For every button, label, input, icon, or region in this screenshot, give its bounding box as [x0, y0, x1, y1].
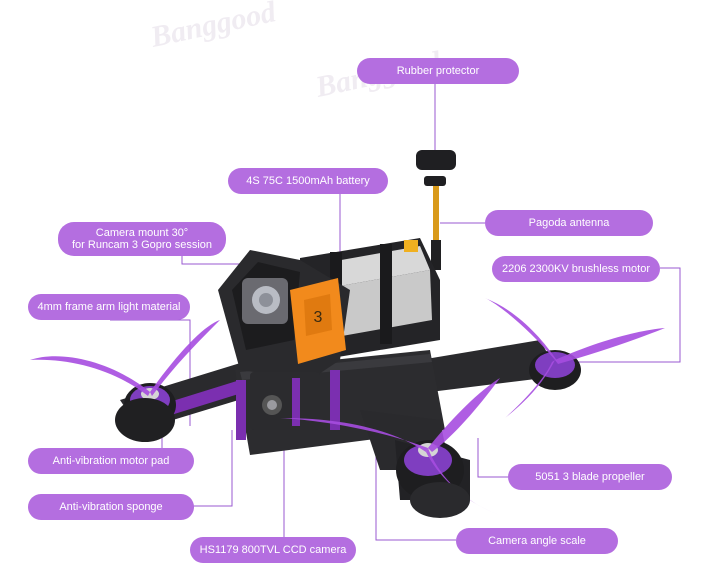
label-frame-arm: 4mm frame arm light material [28, 294, 190, 320]
label-motor-pad: Anti-vibration motor pad [28, 448, 194, 474]
front-right-arm [280, 378, 500, 518]
label-camera-mount-line2: for Runcam 3 Gopro session [71, 239, 212, 251]
label-camera-mount-line1: Camera mount 30° [95, 227, 189, 239]
label-propeller: 5051 3 blade propeller [508, 464, 672, 490]
label-angle-scale: Camera angle scale [456, 528, 618, 554]
label-pagoda-antenna: Pagoda antenna [485, 210, 653, 236]
camera-mount: 3 [218, 250, 350, 380]
rear-right-arm [420, 298, 665, 418]
label-battery: 4S 75C 1500mAh battery [228, 168, 388, 194]
label-camera-mount: Camera mount 30° for Runcam 3 Gopro sess… [58, 222, 226, 256]
label-ccd-camera: HS1179 800TVL CCD camera [190, 537, 356, 563]
label-brushless-motor: 2206 2300KV brushless motor [492, 256, 660, 282]
front-left-arm [115, 398, 175, 442]
label-rubber-protector: Rubber protector [357, 58, 519, 84]
battery-mark: 3 [314, 309, 323, 326]
rubber-protector [416, 150, 456, 186]
pagoda-antenna [431, 186, 441, 270]
label-sponge: Anti-vibration sponge [28, 494, 194, 520]
ccd-camera [250, 372, 320, 430]
leader-lines [110, 84, 681, 548]
